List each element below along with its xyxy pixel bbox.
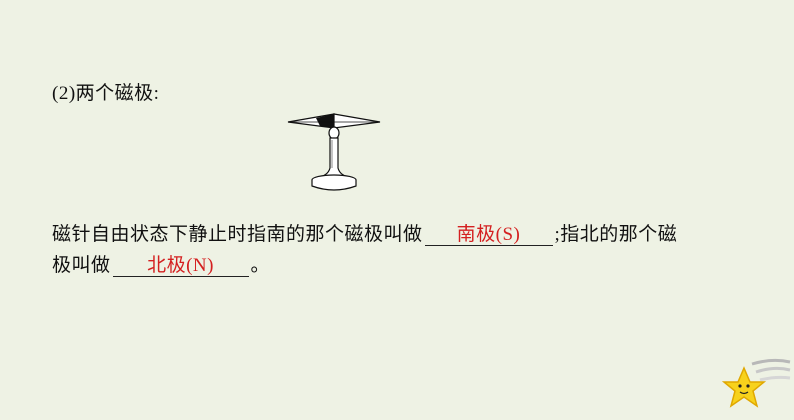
question-text-part2: ;指北的那个磁 [554, 224, 678, 245]
answer-south-pole: 南极(S) [456, 224, 521, 245]
question-line-2: 极叫做 北极(N) 。 [52, 250, 270, 277]
answer-north-pole: 北极(N) [147, 255, 214, 276]
question-line-1: 磁针自由状态下静止时指南的那个磁极叫做 南极(S) ;指北的那个磁 [52, 219, 677, 246]
question-text-part1: 磁针自由状态下静止时指南的那个磁极叫做 [52, 224, 423, 245]
answer-blank-2: 北极(N) [112, 254, 249, 277]
question-text-part3: 极叫做 [52, 255, 111, 276]
answer-blank-1: 南极(S) [424, 223, 553, 246]
question-text-part4: 。 [250, 255, 271, 276]
compass-needle-illustration [287, 113, 381, 191]
section-heading: (2)两个磁极: [52, 83, 160, 104]
shooting-star-icon [722, 358, 791, 408]
